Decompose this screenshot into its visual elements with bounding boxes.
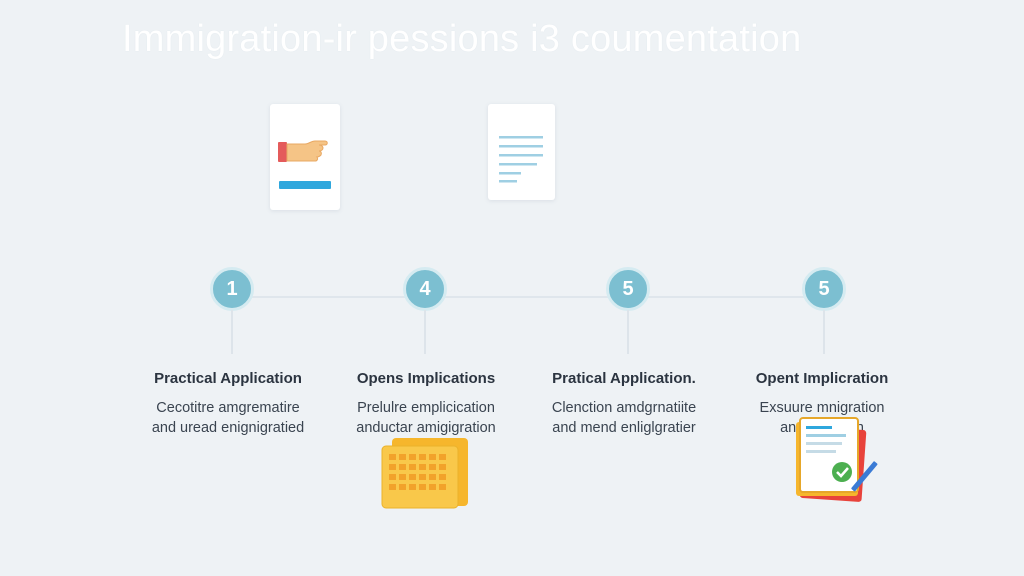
- step-node-4: 5: [802, 267, 846, 311]
- step-stem-1: [231, 310, 233, 354]
- text-document-card: [488, 104, 555, 200]
- step-desc-2-line2: anductar amigigration: [356, 420, 496, 436]
- step-title-1: Practical Application: [154, 370, 302, 387]
- page-title: Immigration-ir pessions i3 coumentation: [122, 18, 802, 60]
- step-desc-3: Clenction amdgrnatiite and mend enliglgr…: [524, 398, 724, 438]
- step-desc-4-line1: Exsuure mnigration: [759, 400, 885, 416]
- step-desc-2-line1: Prelulre emplicication: [357, 400, 495, 416]
- step-title-4: Opent Implicration: [755, 370, 889, 387]
- step-node-3: 5: [606, 267, 650, 311]
- step-desc-3-line1: Clenction amdgrnatiite: [551, 400, 697, 416]
- step-title-3: Pratical Application.: [552, 370, 696, 387]
- step-desc-1-line2: and uread enignigratied: [151, 420, 305, 436]
- step-desc-3-line2: and mend enliglgratier: [552, 420, 696, 436]
- step-desc-1: Cecotitre amgrematire and uread enignigr…: [128, 398, 328, 438]
- step-node-1: 1: [210, 267, 254, 311]
- hand-document-card: [270, 104, 340, 210]
- text-document-icon: [499, 136, 543, 183]
- step-node-2: 4: [403, 267, 447, 311]
- step-desc-1-line1: Cecotitre amgrematire: [156, 400, 300, 416]
- step-stem-4: [823, 310, 825, 354]
- hand-document-icon: [278, 140, 331, 189]
- step-stem-2: [424, 310, 426, 354]
- step-desc-2: Prelulre emplicication anductar amigigra…: [326, 398, 526, 438]
- timeline-connector: [232, 296, 824, 298]
- step-title-2: Opens Implications: [356, 370, 496, 387]
- step-stem-3: [627, 310, 629, 354]
- checklist-document-icon: [788, 414, 884, 511]
- calendar-icon: [380, 436, 470, 515]
